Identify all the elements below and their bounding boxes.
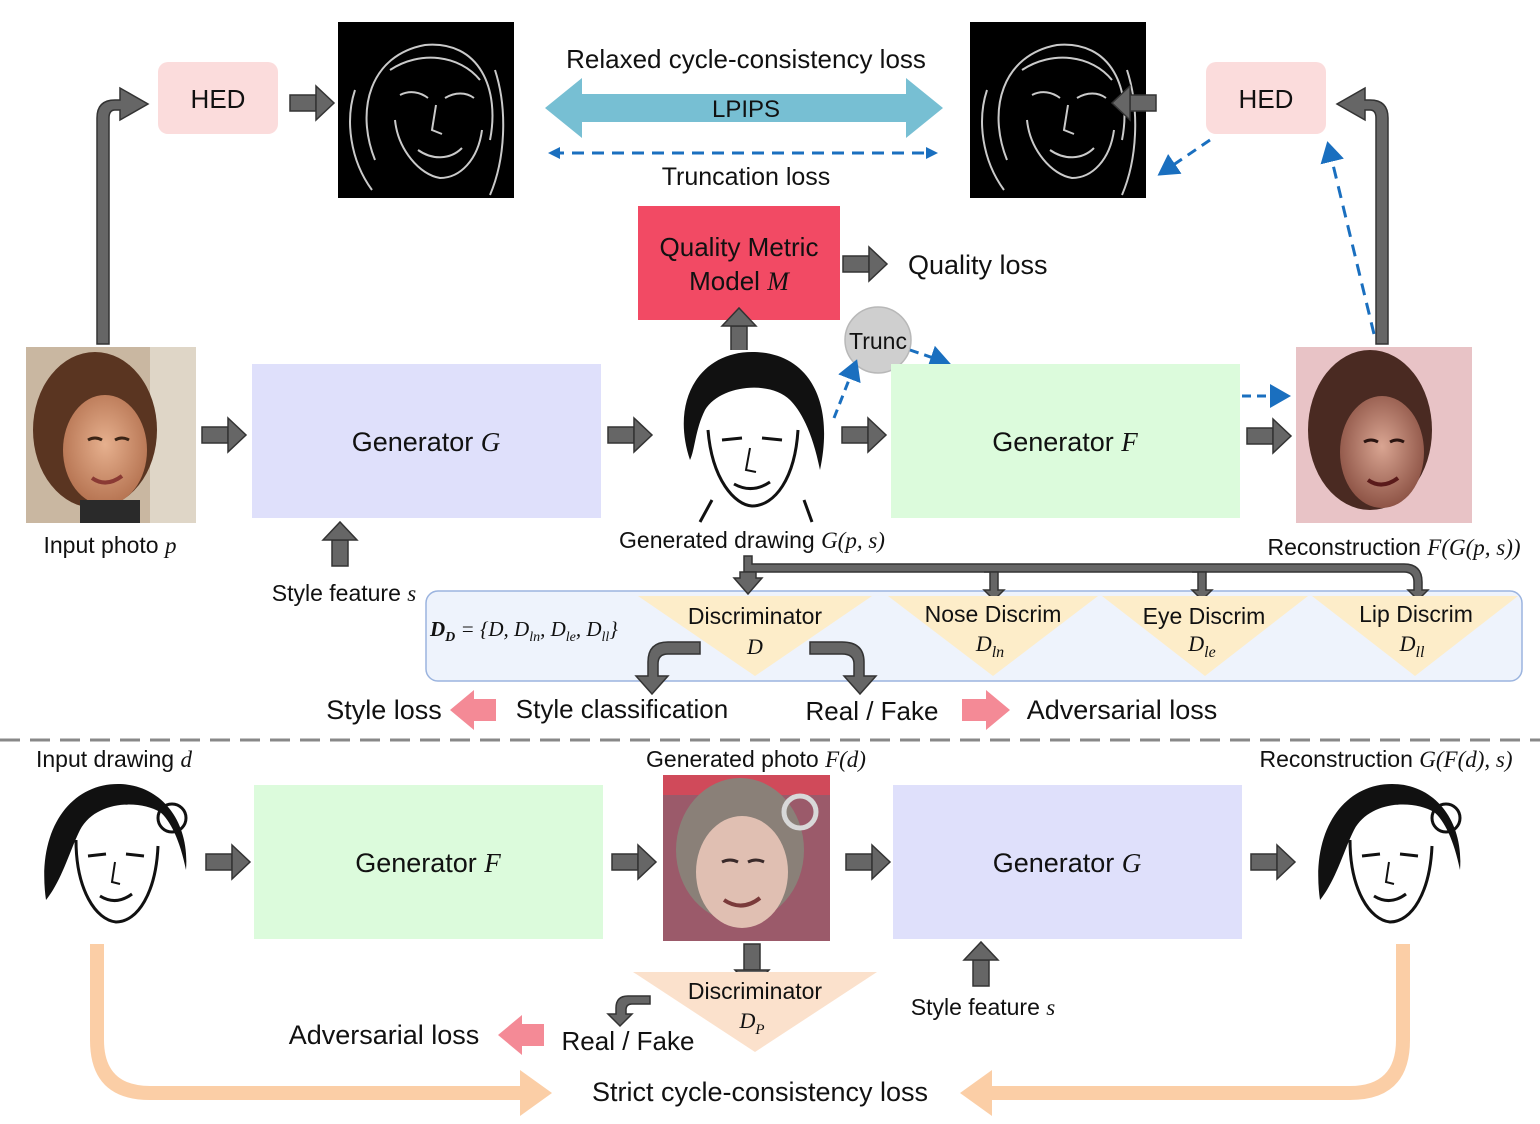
- lip-discrim-triangle: [1312, 596, 1518, 676]
- relaxed-loss-label: Relaxed cycle-consistency loss: [566, 44, 926, 74]
- hed-label-left: HED: [191, 84, 246, 114]
- arrow-recon-to-hed: [1335, 86, 1389, 345]
- real-fake-label-bottom: Real / Fake: [562, 1026, 695, 1056]
- arrow-d-to-real-fake: [809, 641, 878, 696]
- generator-f-box-bottom: [254, 785, 603, 939]
- discriminator-set-formula: DD = {D, Dln, Dle, Dll}: [429, 617, 618, 645]
- reconstruction-label: Reconstruction F(G(p, s)): [1267, 534, 1520, 560]
- lpips-double-arrow: [545, 78, 943, 138]
- orange-curve-right: [960, 944, 1410, 1116]
- discriminator-p-symbol: DP: [738, 1008, 764, 1038]
- reconstruction-label-bottom: Reconstruction G(F(d), s): [1259, 746, 1512, 772]
- arrow-generator-f-to-recon: [1246, 418, 1292, 454]
- nose-discrim-triangle: [888, 596, 1098, 676]
- discrim-branch-arrows: [732, 555, 1430, 602]
- strict-loss-label: Strict cycle-consistency loss: [592, 1077, 928, 1107]
- hed-box-right: [1206, 62, 1326, 134]
- trunc-circle: [844, 306, 912, 374]
- input-drawing-image: [26, 776, 194, 942]
- input-drawing-label: Input drawing d: [36, 746, 192, 772]
- generator-f-label: Generator F: [992, 427, 1138, 457]
- nose-discrim-label: Nose Discrim: [925, 601, 1062, 627]
- discriminator-p-label: Discriminator: [688, 978, 823, 1004]
- adversarial-loss-label-top: Adversarial loss: [1027, 695, 1218, 725]
- arrow-style-to-generator-g-bottom: [963, 941, 999, 987]
- arrow-style-to-generator-g: [322, 521, 358, 567]
- dashed-recon-to-hed: [1320, 141, 1376, 335]
- dashed-drawing-to-trunc: [832, 359, 861, 419]
- pink-arrow-adversarial-loss-bottom: [498, 1015, 544, 1055]
- generator-g-label-bottom: Generator G: [993, 848, 1142, 878]
- trunc-label: Trunc: [849, 328, 907, 354]
- hed-box-left: [158, 62, 278, 134]
- discriminator-d-label: Discriminator: [688, 603, 823, 629]
- arrow-photo-to-hed: [96, 86, 150, 345]
- orange-curve-left: [90, 944, 552, 1116]
- arrow-generator-f-to-photo: [611, 844, 657, 880]
- arrow-hed-to-edge-left: [289, 85, 335, 121]
- generator-g-box-bottom: [893, 785, 1242, 939]
- generated-photo-label: Generated photo F(d): [646, 746, 866, 772]
- eye-discrim-triangle: [1102, 596, 1308, 676]
- edge-map-left: [338, 22, 514, 198]
- discriminator-d-triangle: [638, 596, 872, 676]
- input-photo-image: [26, 347, 196, 523]
- pink-arrow-adversarial-loss: [962, 690, 1010, 730]
- reconstruction-image: [1296, 347, 1472, 523]
- arrow-drawing-to-generator-f: [841, 417, 887, 453]
- lip-discrim-label: Lip Discrim: [1359, 601, 1473, 627]
- generated-drawing-image: [656, 350, 836, 523]
- style-loss-label: Style loss: [326, 695, 442, 725]
- arrow-photo-to-generator-g-bottom: [845, 844, 891, 880]
- hed-label-right: HED: [1239, 84, 1294, 114]
- lpips-label: LPIPS: [712, 96, 780, 123]
- quality-metric-box: [638, 206, 840, 320]
- generated-drawing-label: Generated drawing G(p, s): [619, 527, 885, 553]
- input-photo-label: Input photo p: [44, 532, 177, 558]
- pink-arrow-style-loss: [450, 690, 496, 730]
- quality-model-line1: Quality Metric: [660, 232, 819, 262]
- discriminator-d-symbol: D: [746, 634, 763, 659]
- arrow-drawing-to-generator-f-bottom: [205, 844, 251, 880]
- generator-f-box: [891, 364, 1240, 518]
- generated-photo-image: [663, 775, 830, 941]
- quality-loss-label: Quality loss: [908, 250, 1048, 280]
- eye-discrim-label: Eye Discrim: [1143, 603, 1266, 629]
- real-fake-label-top: Real / Fake: [806, 696, 939, 726]
- nose-discrim-symbol: Dln: [975, 631, 1004, 661]
- arrow-d-to-style-class: [634, 641, 701, 696]
- quality-model-line2: Model M: [689, 266, 790, 296]
- arrow-photo-to-generator-g: [201, 417, 247, 453]
- arrow-quality-to-loss: [842, 246, 888, 282]
- generator-g-box: [252, 364, 601, 518]
- eye-discrim-symbol: Dle: [1187, 631, 1215, 661]
- dashed-trunc-to-generator-f: [909, 345, 951, 369]
- arrow-generator-g-to-drawing: [607, 417, 653, 453]
- arrow-discriminator-p-to-real-fake: [606, 995, 651, 1028]
- generator-g-label: Generator G: [352, 427, 501, 457]
- generator-f-label-bottom: Generator F: [355, 848, 501, 878]
- arrow-generator-g-to-recon-bottom: [1250, 844, 1296, 880]
- truncation-loss-label: Truncation loss: [662, 163, 831, 191]
- discriminator-p-triangle: [633, 972, 877, 1052]
- adversarial-loss-label-bottom: Adversarial loss: [289, 1020, 480, 1050]
- lip-discrim-symbol: Dll: [1399, 631, 1425, 661]
- dashed-hed-to-edge-right: [1157, 138, 1211, 176]
- style-classification-label: Style classification: [516, 694, 728, 724]
- style-feature-label-top: Style feature s: [272, 580, 417, 606]
- reconstruction-drawing-image: [1300, 776, 1466, 942]
- style-feature-label-bottom: Style feature s: [911, 994, 1056, 1020]
